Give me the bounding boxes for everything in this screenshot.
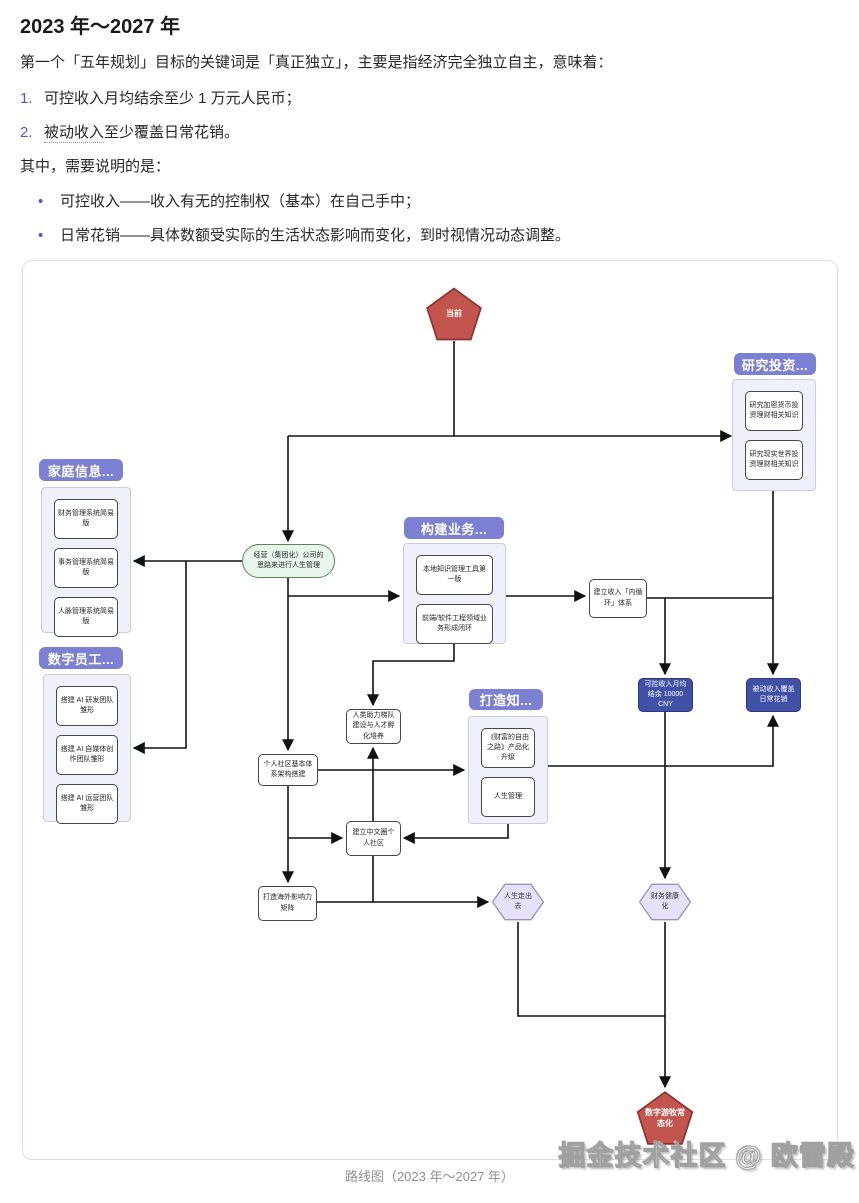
list-number: 2. (20, 124, 33, 141)
node-go-global: 人生走出去 (492, 882, 544, 922)
group-badge-research: 研究投资... (734, 353, 816, 375)
node-label: 人生走出去 (504, 893, 532, 910)
intro-paragraph: 第一个「五年规划」目标的关键词是「真正独立」，主要是指经济完全独立自主，意味着： (20, 54, 613, 71)
roadmap-diagram: 当前 研究投资... 研究加密货币投资理财相关知识 研究现实世界投资理财相关知识… (22, 260, 838, 1160)
node-community-base: 个人社区基本体系架构搭建 (258, 754, 318, 786)
node-label: 数字游牧常态化 (645, 1107, 685, 1128)
node-chinese-community: 建立中文圈个人社区 (346, 821, 401, 856)
group-panel-research: 研究加密货币投资理财相关知识 研究现实世界投资理财相关知识 (732, 379, 816, 491)
node-ai-rnd-team: 搭建 AI 研发团队雏形 (56, 686, 118, 726)
bullet-item-1: • 可控收入——收入有无的控制权（基本）在自己手中； (38, 191, 420, 213)
ordered-item-2: 2. 被动收入至少覆盖日常花销。 (20, 122, 239, 144)
ordered-item-1: 1. 可控收入月均结余至少 1 万元人民币； (20, 88, 301, 110)
group-panel-knowledge: 《财富的自由之路》产品化升级 人生管理 (468, 716, 548, 824)
list-text: 可控收入月均结余至少 1 万元人民币； (44, 90, 301, 107)
node-knowledge-tool: 本地知识管理工具第一版 (416, 555, 493, 595)
node-life-mgmt-product: 人生管理 (481, 777, 535, 817)
node-digital-nomad: 数字游牧常态化 (636, 1091, 694, 1145)
node-contacts-system: 人脉管理系统简易版 (54, 597, 118, 637)
figure-caption: 路线图（2023 年～2027 年） (344, 1169, 515, 1184)
node-controlled-income: 可控收入月均结余 10000 CNY (638, 678, 693, 712)
list-text: 被动收入至少覆盖日常花销。 (44, 124, 240, 143)
node-overseas-influence: 打造海外影响力矩阵 (258, 886, 317, 921)
node-financial-health: 财务健康化 (639, 882, 691, 922)
node-finance-system: 财务管理系统简易版 (54, 499, 118, 539)
bullet-text: 日常花销——具体数额受实际的生活状态影响而变化，到时视情况动态调整。 (60, 227, 571, 244)
node-ai-ops-team: 搭建 AI 运营团队雏形 (56, 784, 118, 824)
bullet-text: 可控收入——收入有无的控制权（基本）在自己手中； (60, 193, 421, 210)
node-research-real-world: 研究现实世界投资理财相关知识 (745, 440, 803, 480)
node-income-loop: 建立收入「内循环」体系 (589, 579, 647, 618)
underlined-term: 被动收入 (44, 124, 105, 143)
group-badge-business: 构建业务... (404, 517, 504, 539)
page-title: 2023 年～2027 年 (20, 16, 181, 38)
group-panel-digital: 搭建 AI 研发团队雏形 搭建 AI 自媒体创作团队雏形 搭建 AI 运营团队雏… (43, 674, 131, 824)
node-book-productize: 《财富的自由之路》产品化升级 (481, 728, 535, 768)
node-research-crypto: 研究加密货币投资理财相关知识 (745, 391, 803, 431)
group-badge-digital: 数字员工... (39, 647, 123, 669)
node-affairs-system: 事务管理系统简易版 (54, 548, 118, 588)
bullet-item-2: • 日常花销——具体数额受实际的生活状态影响而变化，到时视情况动态调整。 (38, 225, 570, 247)
group-badge-family: 家庭信息... (39, 459, 123, 481)
node-current: 当前 (426, 287, 482, 341)
bullet-icon: • (38, 193, 44, 210)
list-number: 1. (20, 90, 33, 107)
group-badge-knowledge: 打造知... (469, 689, 543, 710)
node-frontend-loop: 前端/软件工程领域业务形成闭环 (416, 604, 493, 644)
node-label: 当前 (446, 309, 462, 319)
group-panel-family: 财务管理系统简易版 事务管理系统简易版 人脉管理系统简易版 (41, 487, 131, 637)
node-label: 财务健康化 (651, 893, 679, 910)
middle-paragraph: 其中，需要说明的是： (20, 158, 171, 175)
bullet-icon: • (38, 227, 44, 244)
node-passive-income: 被动收入覆盖日常花销 (746, 678, 801, 712)
diagram-edges (132, 341, 779, 1089)
node-talent-pipeline: 人类助力梯队建设与人才孵化培养 (346, 709, 401, 744)
node-ai-media-team: 搭建 AI 自媒体创作团队雏形 (56, 735, 118, 775)
group-panel-business: 本地知识管理工具第一版 前端/软件工程领域业务形成闭环 (403, 543, 506, 644)
node-life-management: 经营（集团化）公司的思路来进行人生管理 (242, 544, 335, 578)
watermark: 掘金技术社区 @ 欧雷殿 (558, 1141, 855, 1172)
